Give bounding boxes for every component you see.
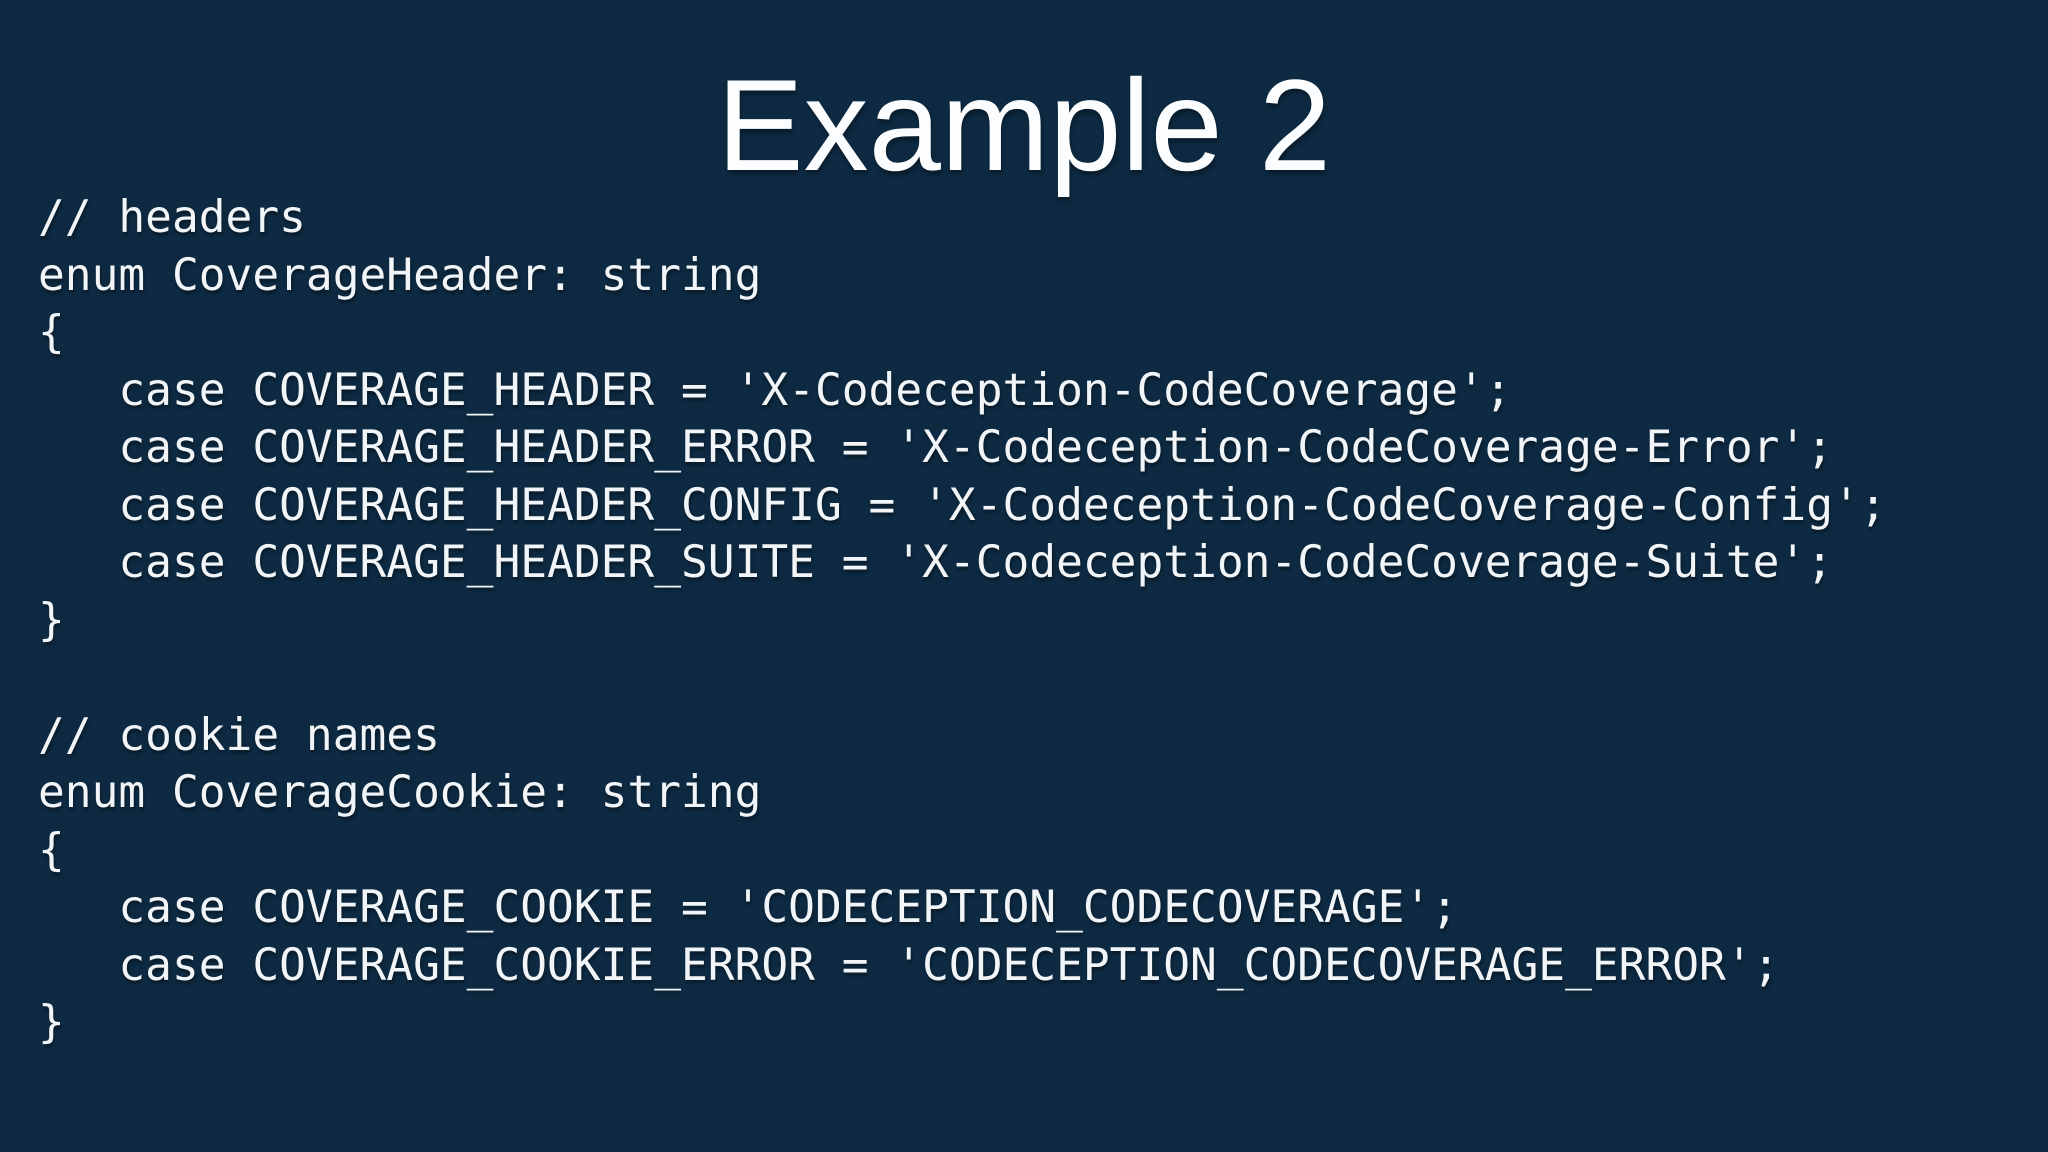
code-block: // headers enum CoverageHeader: string {… xyxy=(38,192,1887,1048)
slide-title: Example 2 xyxy=(716,52,1332,198)
